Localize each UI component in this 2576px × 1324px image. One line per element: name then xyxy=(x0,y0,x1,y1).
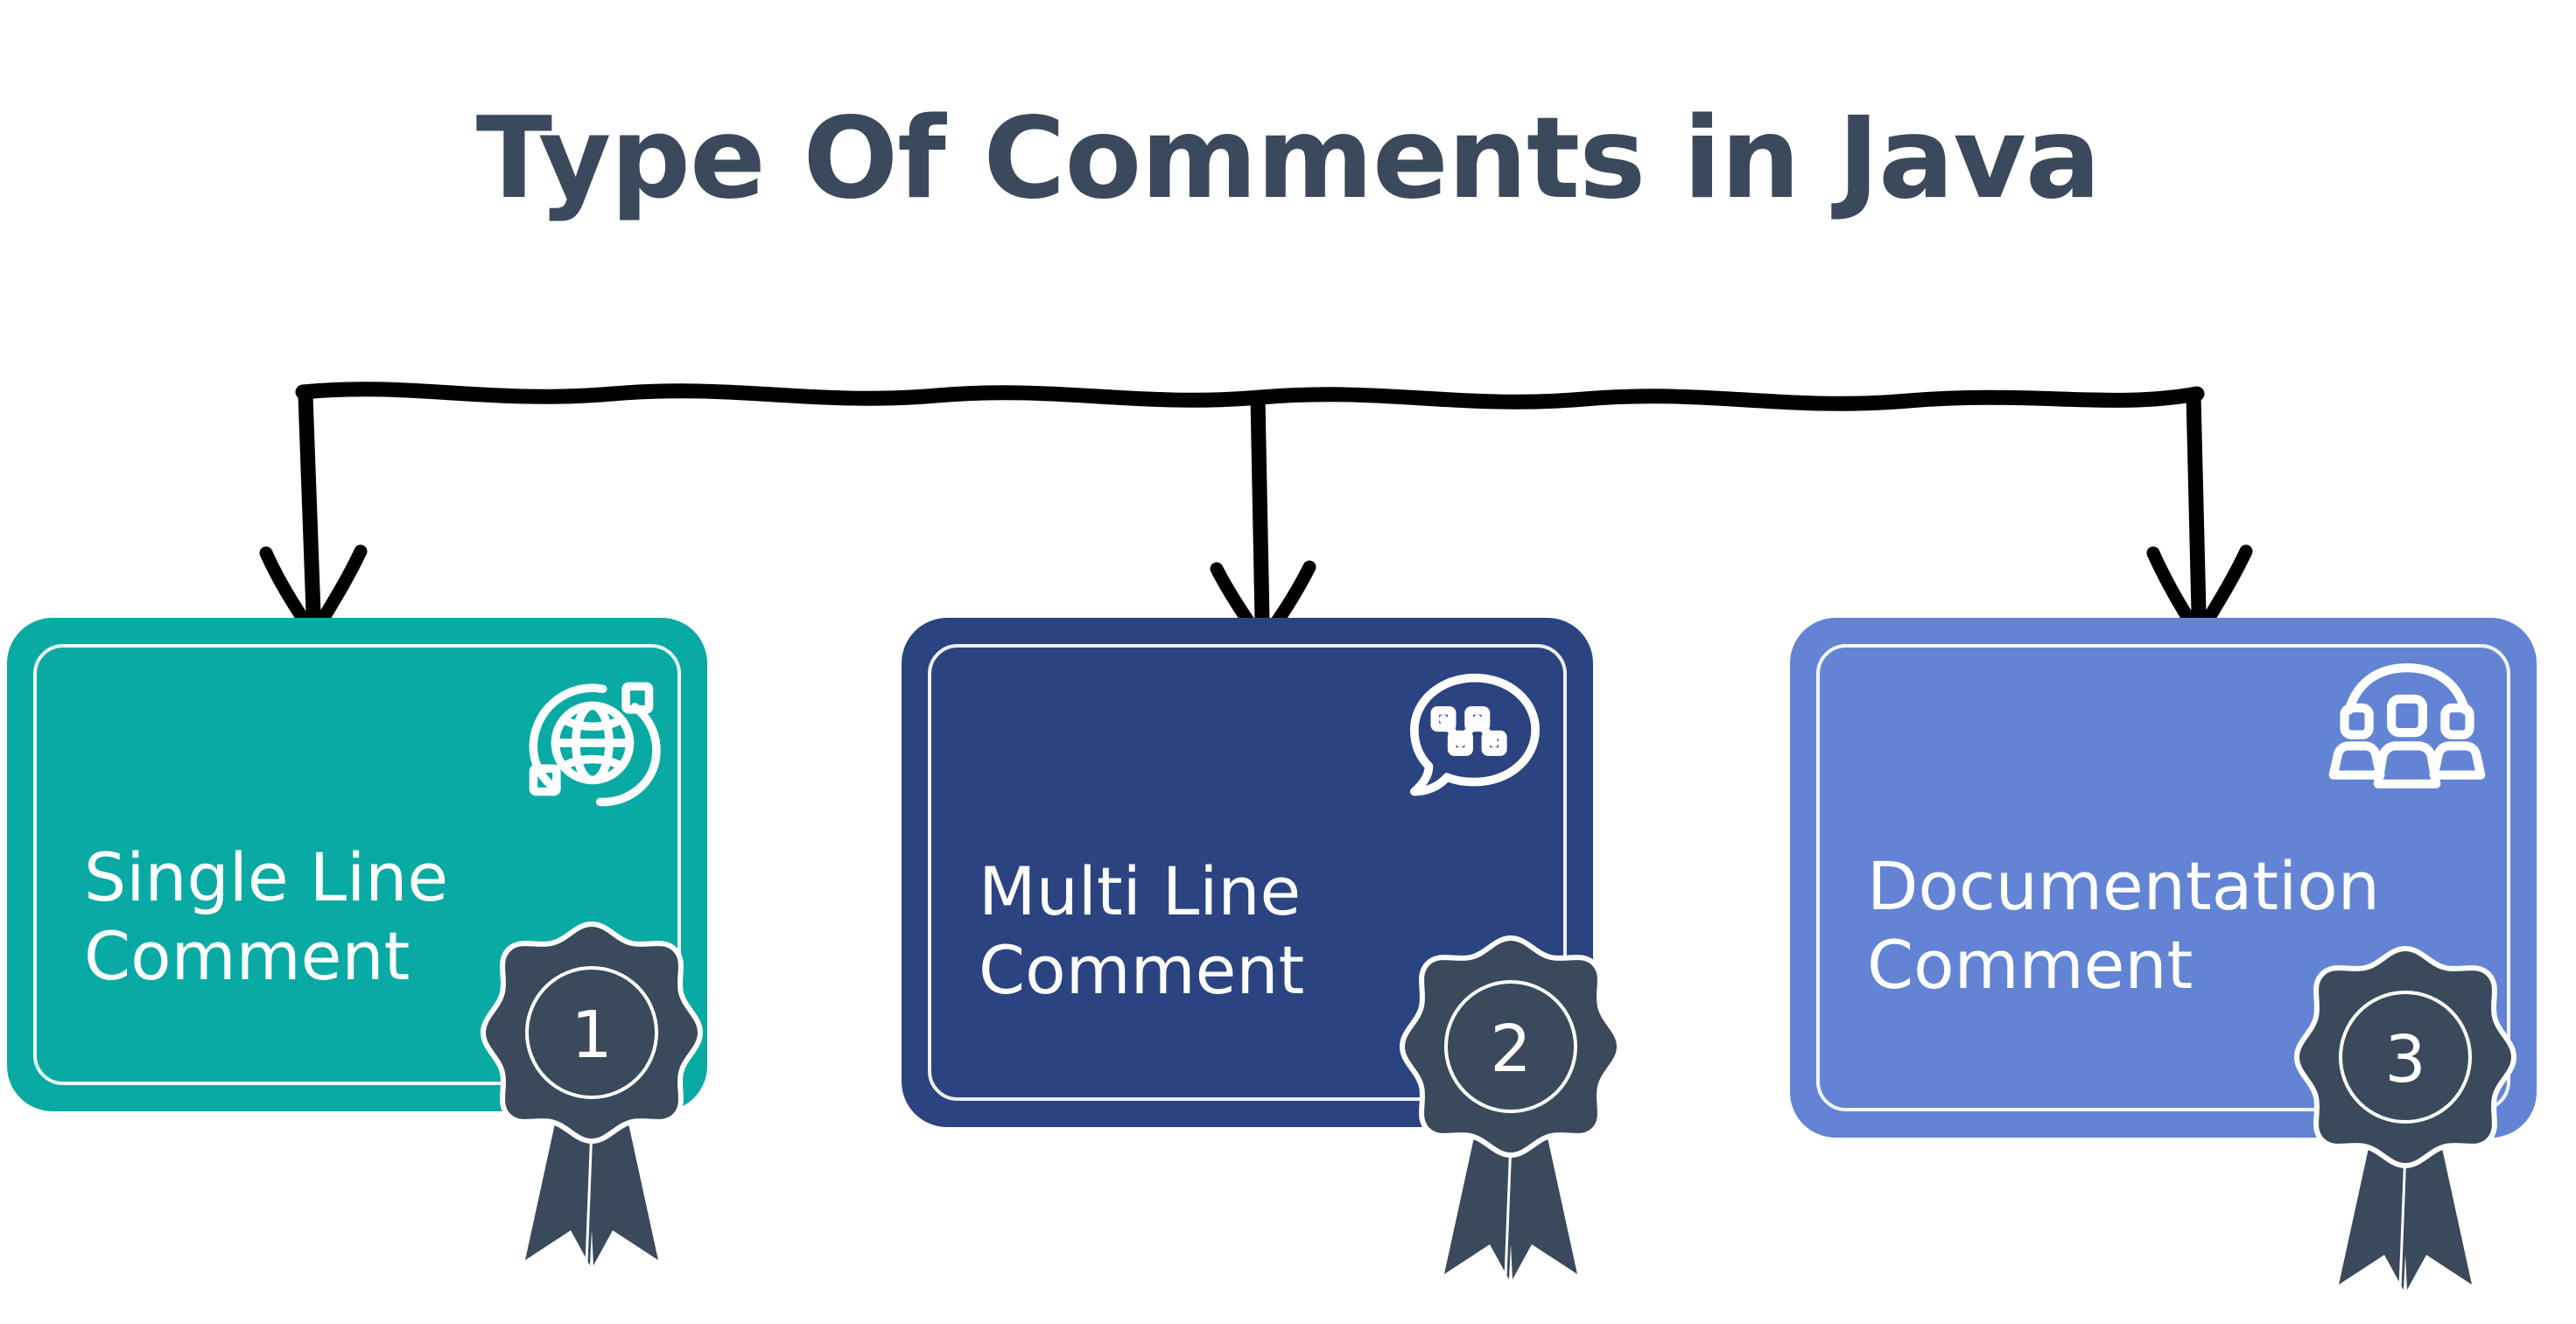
badge-2: 2 xyxy=(1393,931,1628,1281)
card-documentation-comment[interactable]: Documentation Comment xyxy=(1790,618,2537,1138)
connector-bracket xyxy=(259,382,2253,639)
card-label: Multi Line Comment xyxy=(979,852,1305,1009)
badge-1: 1 xyxy=(474,917,709,1267)
badge-3: 3 xyxy=(2288,942,2523,1292)
globe-network-icon xyxy=(529,682,661,807)
card-label: Documentation Comment xyxy=(1867,847,2380,1004)
card-single-line-comment[interactable]: Single Line Comment xyxy=(7,618,707,1111)
card-label: Single Line Comment xyxy=(84,838,449,995)
page-title: Type Of Comments in Java xyxy=(475,94,2102,224)
speech-bubble-nodes-icon xyxy=(1409,673,1541,796)
people-group-icon xyxy=(2328,663,2486,788)
ribbon-rosette-icon xyxy=(1399,935,1623,1279)
ribbon-rosette-icon xyxy=(2293,945,2517,1290)
ribbon-rosette-icon xyxy=(480,921,704,1265)
